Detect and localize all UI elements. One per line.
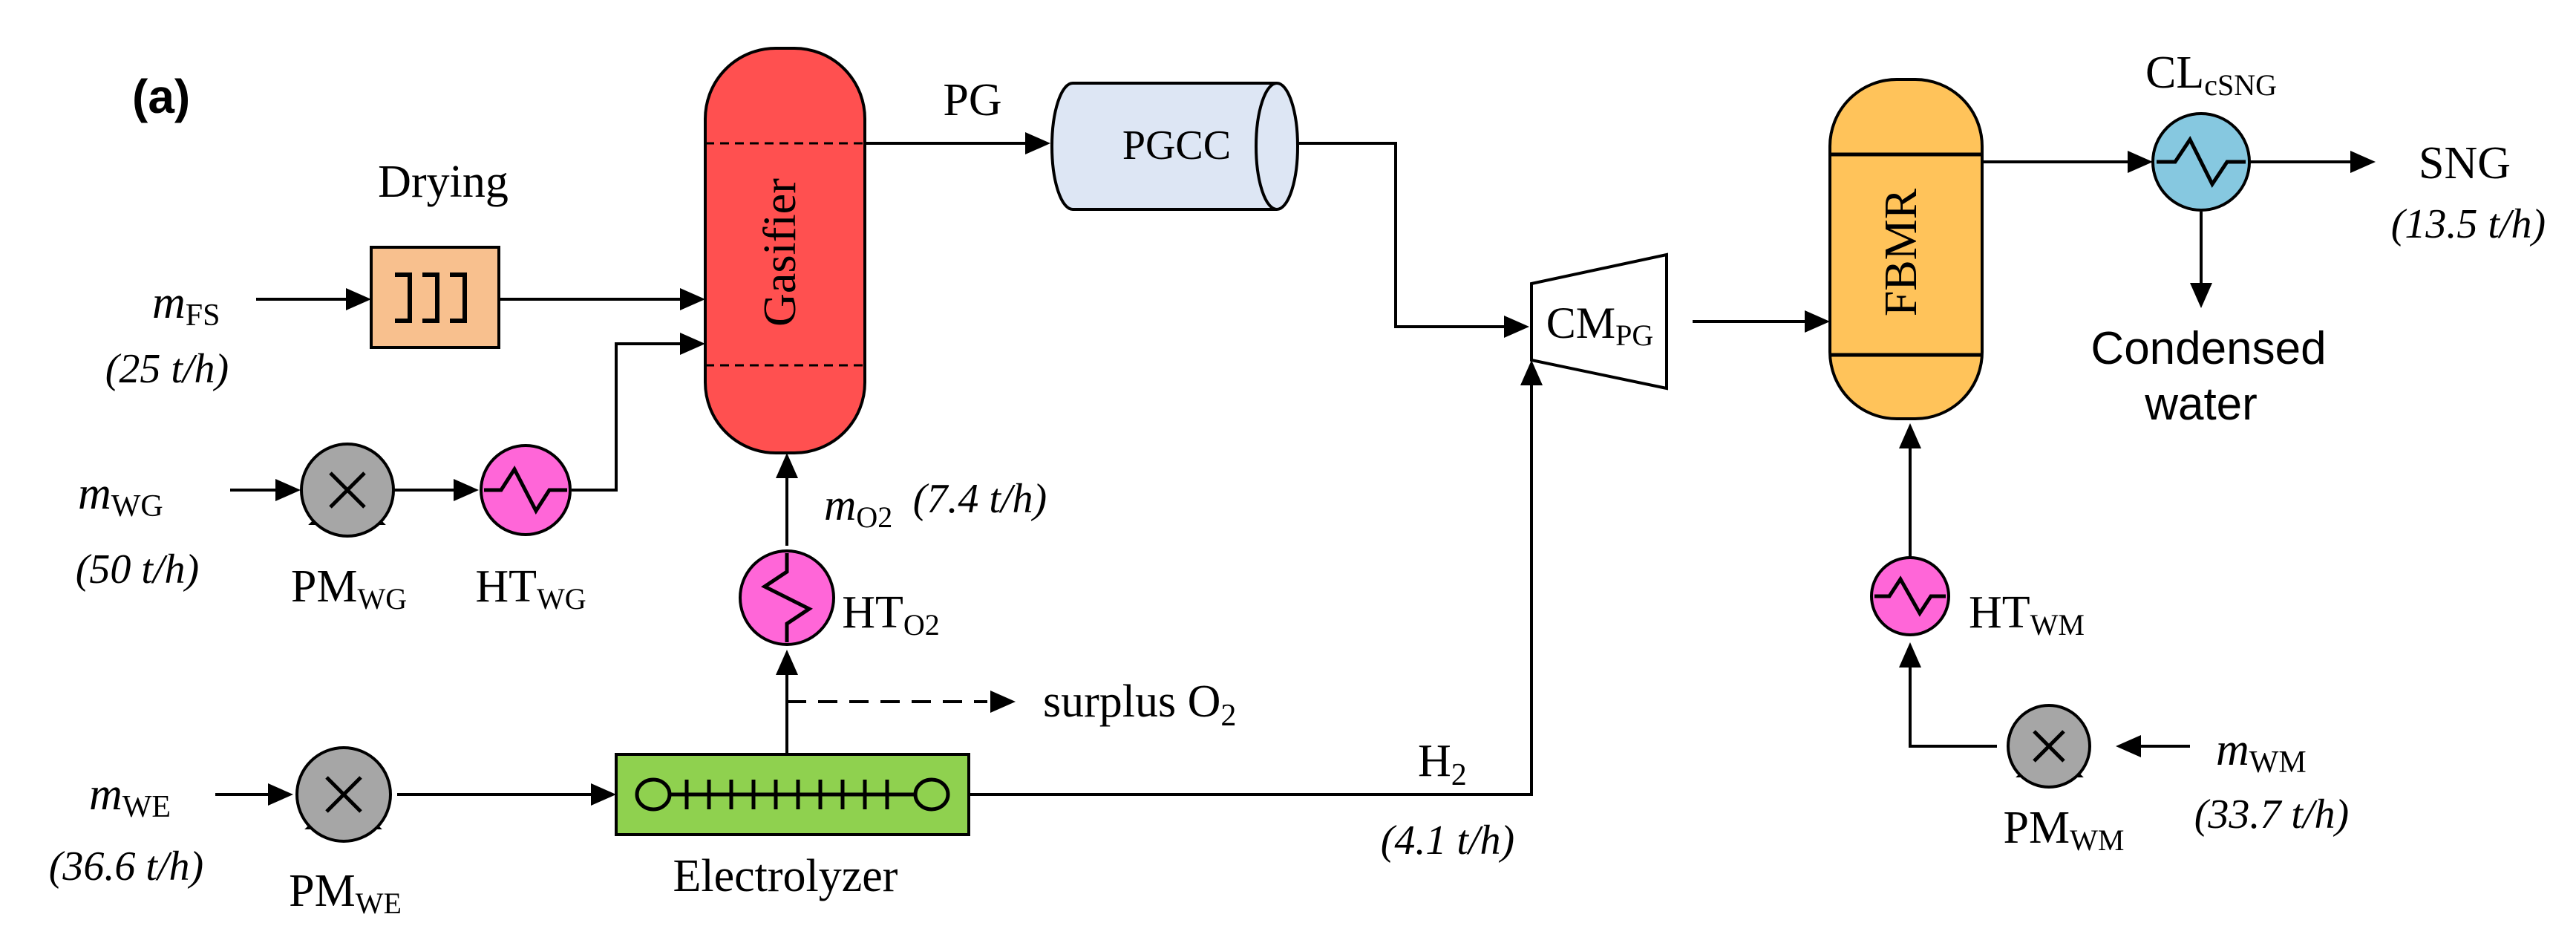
compressor-body [1530,252,1668,391]
arrowhead [776,453,798,478]
pump-cross-icon [329,471,366,509]
m-wm-flow-value: (33.7 t/h) [2194,792,2349,838]
cooler-cl-csng: CLcSNG [2145,48,2277,212]
compressor-cm-pg: CMPG [1530,252,1668,391]
pgcc-end-cap [1255,82,1278,211]
stream-pump-to-ht-wm [1909,665,1997,748]
ht-wg-label: HTWG [475,561,586,616]
arrowhead [346,288,371,310]
sng-flow-value: (13.5 t/h) [2391,201,2546,247]
arrowhead [275,479,301,501]
gasifier-vessel [704,47,866,454]
m-o2-flow-value: (7.4 t/h) [913,476,1047,522]
heat-exchange-coil-icon [484,466,567,515]
arrowhead [776,650,798,675]
gasifier-unit: Gasifier [704,47,866,454]
pg-label: PG [943,75,1001,125]
stream-h2 [969,382,1533,796]
pump-cross-icon [2033,730,2065,763]
arrowhead [2350,151,2376,173]
electrolyzer-label: Electrolyzer [673,851,898,901]
m-we-label: mWE [89,769,171,824]
pump-cross-icon [325,776,362,813]
stream-pgcc-to-cm [1295,142,1507,328]
gasifier-label: Gasifier [755,178,805,327]
m-we-flow-value: (36.6 t/h) [49,843,203,890]
pump-pm-wg: PMWG [291,443,407,616]
stream-heater-to-gasifier [572,342,683,492]
ht-o2-label: HTO2 [842,587,940,642]
electrolyzer-unit: Electrolyzer [615,753,970,901]
arrowhead [1899,423,1921,448]
drying-trays-icon [395,272,467,323]
heat-exchange-coil-icon [2157,136,2246,188]
pm-wg-label: PMWG [291,561,407,616]
drying-unit: Drying [370,157,509,349]
pgcc-unit: PGCC [1050,82,1299,211]
arrowhead [268,783,293,806]
pgcc-label: PGCC [1122,123,1231,169]
arrowhead [2128,151,2153,173]
arrowhead [591,783,616,806]
arrowhead [454,479,479,501]
heat-exchange-coil-icon [761,553,813,642]
arrowhead [990,691,1016,713]
h2-flow-value: (4.1 t/h) [1381,817,1514,864]
m-wm-label: mWM [2216,725,2307,780]
arrowhead [1520,360,1543,385]
electrolyzer-cells [684,780,889,809]
drying-label: Drying [378,157,509,207]
panel-label: (a) [132,70,190,123]
m-fs-flow-value: (25 t/h) [105,346,229,392]
condensed-water-label-line1: Condensed [2090,323,2326,374]
heater-ht-wg: HTWG [475,444,586,616]
arrowhead [1899,642,1921,668]
m-o2-label: mO2 [824,480,892,534]
fbmr-unit: FBMR [1828,78,1984,420]
condensed-water-label-line2: water [2144,379,2258,430]
cm-pg-label: CMPG [1546,298,1654,352]
heat-exchange-coil-icon [1874,575,1946,617]
pump-pm-we: PMWE [289,746,402,920]
m-wg-label: mWG [78,469,163,523]
arrowhead [1025,132,1050,154]
pm-wm-label: PMWM [2004,803,2125,857]
m-fs-label: mFS [152,278,220,333]
m-wg-flow-value: (50 t/h) [76,546,199,593]
h2-label: H2 [1418,736,1467,792]
pump-pm-wm: PMWM [2004,704,2125,857]
fbmr-label: FBMR [1876,188,1926,316]
fbmr-vessel [1828,78,1984,420]
arrowhead [1805,310,1830,333]
arrowhead [1504,316,1529,338]
flow-lines [215,132,2376,806]
heater-ht-wm: HTWM [1870,556,2085,642]
arrowhead [2116,735,2141,757]
arrowhead [2190,283,2212,308]
sng-label: SNG [2419,138,2511,189]
heater-ht-o2: HTO2 [739,549,940,646]
surplus-o2-label: surplus O2 [1043,676,1236,733]
pm-we-label: PMWE [289,866,402,920]
cl-csng-label: CLcSNG [2145,48,2277,102]
ht-wm-label: HTWM [1969,587,2085,642]
arrowhead [680,333,705,355]
arrowhead [680,288,705,310]
